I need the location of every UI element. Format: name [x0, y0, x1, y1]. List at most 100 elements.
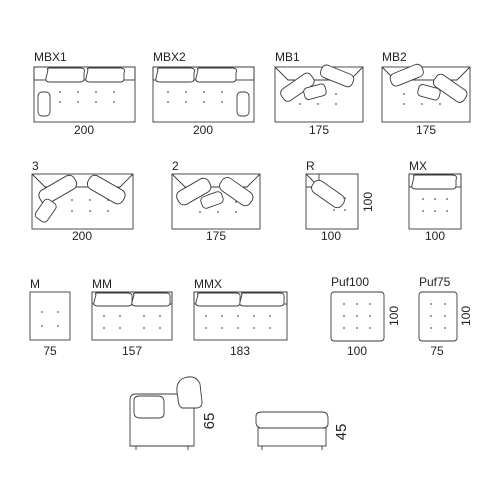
angled-back-cushion: [176, 177, 212, 206]
seat-pillow: [133, 395, 165, 419]
tufting: [167, 91, 223, 103]
back-cushion: [155, 67, 195, 83]
module-outline: [418, 291, 458, 342]
module-width: 100: [347, 344, 367, 358]
backrest: [381, 66, 471, 81]
module-width: 75: [43, 344, 57, 358]
throw-pillow: [34, 198, 57, 223]
pouf-side-elevation: 45: [255, 411, 350, 450]
module-mbx2: MBX2 200: [152, 50, 255, 137]
backrest: [33, 66, 136, 81]
module-puf100: Puf100 100 100: [330, 275, 401, 358]
angled-back-cushion: [319, 64, 355, 88]
back-cushion: [195, 67, 237, 83]
module-width: 200: [72, 229, 92, 243]
angled-back-cushion: [219, 177, 254, 207]
module-code: MB1: [275, 50, 300, 64]
elevation-height: 65: [201, 413, 218, 430]
module-mmx: MMX 183: [193, 277, 288, 358]
module-3: 3 200: [31, 159, 134, 243]
tufting: [59, 91, 115, 103]
pouf-top-cushion: [255, 411, 329, 429]
angled-back-cushion: [38, 174, 78, 205]
back-cushion: [85, 67, 125, 83]
back-cushion: [45, 67, 85, 83]
module-width: 175: [206, 229, 226, 243]
module-mb1: MB1 175: [274, 50, 364, 137]
throw-pillow: [37, 91, 51, 117]
module-code: MMX: [194, 277, 222, 291]
module-code: R: [306, 159, 315, 173]
angled-back-cushion: [280, 72, 315, 102]
back-cushion: [411, 174, 457, 190]
module-code: MBX2: [153, 50, 186, 64]
module-mm: MM 157: [91, 277, 173, 358]
module-outline: [29, 291, 71, 341]
module-width: 175: [416, 123, 436, 137]
back-cushion: [195, 292, 241, 307]
throw-pillow: [236, 91, 250, 117]
back-cushion: [239, 292, 285, 307]
angled-back-cushion: [311, 179, 345, 209]
tufting: [205, 315, 271, 329]
module-width: 100: [425, 229, 445, 243]
module-depth: 100: [459, 306, 473, 326]
backrest: [31, 173, 134, 188]
back-cushion: [93, 292, 133, 307]
pouf-body: [257, 427, 327, 447]
backrest: [274, 66, 364, 81]
module-mx: MX 100: [408, 159, 462, 243]
throw-pillow: [417, 84, 441, 101]
tufting: [343, 303, 371, 329]
module-depth: 100: [387, 306, 401, 326]
module-outline: [171, 173, 261, 230]
module-outline: [274, 66, 364, 123]
angled-back-cushion: [86, 174, 126, 205]
elevation-height: 45: [333, 424, 350, 441]
angled-back-cushion: [389, 63, 424, 87]
module-code: MBX1: [34, 50, 67, 64]
module-width: 183: [230, 344, 250, 358]
back-cushion: [131, 292, 171, 307]
module-outline: [305, 173, 359, 230]
module-code: MM: [92, 277, 112, 291]
module-code: 3: [32, 159, 39, 173]
module-width: 175: [309, 123, 329, 137]
module-2: 2 175: [171, 159, 261, 243]
throw-pillow: [303, 83, 327, 100]
module-width: 75: [430, 344, 444, 358]
module-code: 2: [172, 159, 179, 173]
tufting: [422, 198, 448, 212]
module-width: 200: [74, 123, 94, 137]
module-mb2: MB2 175: [381, 50, 471, 137]
module-code: MB2: [382, 50, 407, 64]
tufting: [430, 303, 446, 329]
module-width: 100: [321, 229, 341, 243]
throw-pillow: [200, 191, 224, 209]
module-mbx1: MBX1 200: [33, 50, 136, 137]
module-code: MX: [409, 159, 427, 173]
module-code: Puf75: [419, 275, 451, 289]
module-m: M 75: [29, 277, 71, 358]
tufting: [299, 93, 337, 105]
module-code: Puf100: [331, 275, 369, 289]
module-width: 200: [193, 123, 213, 137]
module-code: M: [30, 277, 40, 291]
module-width: 157: [122, 344, 142, 358]
backrest: [171, 173, 261, 188]
module-outline: [381, 66, 471, 123]
tufting: [71, 199, 109, 212]
tufting: [41, 311, 59, 327]
tufting: [199, 201, 237, 213]
module-puf75: Puf75 75 100: [418, 275, 473, 358]
module-outline: [330, 291, 385, 342]
module-outline: [31, 173, 134, 230]
angled-back-cushion: [432, 73, 468, 103]
module-r: R 100 100: [305, 159, 375, 243]
sofa-side-elevation: 65: [129, 376, 218, 450]
armrest-cushion: [176, 376, 203, 409]
tufting: [103, 315, 161, 329]
tufting: [403, 93, 441, 105]
tufting: [333, 197, 346, 211]
